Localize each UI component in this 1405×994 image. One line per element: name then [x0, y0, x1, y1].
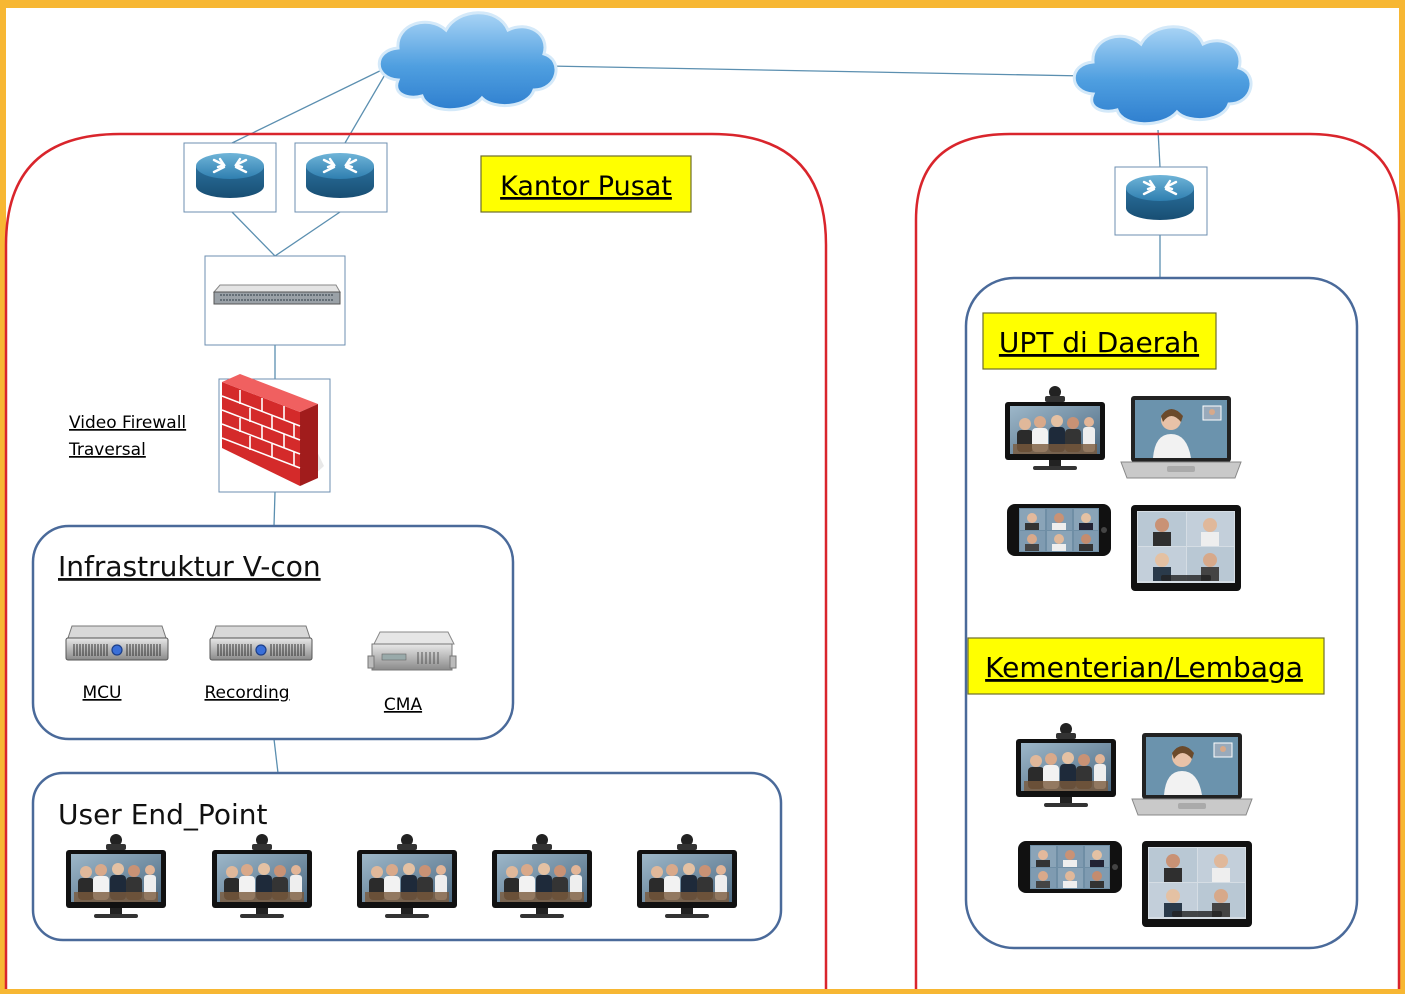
head-office-boundary: [4, 132, 828, 989]
router-icon: [1124, 173, 1196, 222]
network-switch-icon: [212, 284, 341, 305]
ministry-label: Kementerian/Lembaga: [985, 651, 1303, 684]
head-office-label: Kantor Pusat: [500, 171, 672, 202]
ministry-tablet-icon: [1142, 841, 1252, 927]
cma-label: CMA: [384, 695, 423, 715]
ministry-laptop-icon: [1131, 732, 1253, 816]
recording-label: Recording: [204, 683, 289, 703]
recording-server-icon: [209, 625, 313, 661]
ministry-smartphone-icon: [1018, 841, 1122, 893]
firewall-label-line2: Traversal: [68, 440, 146, 460]
ministry-label-box: [967, 637, 1325, 695]
infrastructure-title: Infrastruktur V-con: [58, 550, 321, 583]
router-icon: [304, 151, 376, 200]
upt-tablet-icon: [1131, 505, 1241, 591]
upt-smartphone-icon: [1007, 504, 1111, 556]
cma-server-icon: [367, 631, 457, 671]
upt-laptop-icon: [1120, 395, 1242, 479]
wan-cloud-right-icon: [1072, 25, 1253, 126]
firewall-label-line1: Video Firewall: [69, 413, 186, 433]
upt-label: UPT di Daerah: [999, 326, 1199, 359]
upt-label-box: [982, 312, 1217, 370]
endpoints-title: User End_Point: [58, 798, 267, 831]
connector-lines: [231, 65, 1161, 774]
head-office-label-box: [480, 155, 692, 213]
wan-cloud-left-icon: [377, 11, 558, 112]
mcu-server-icon: [65, 625, 169, 661]
firewall-icon: [221, 374, 324, 486]
mcu-label: MCU: [83, 683, 122, 703]
remote-site-boundary: [914, 132, 1401, 989]
router-icon: [194, 151, 266, 200]
